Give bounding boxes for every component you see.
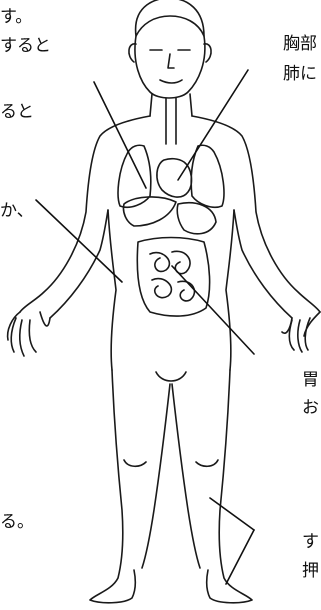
left-leg-inner (142, 384, 170, 568)
label-left-1: す。 (0, 9, 32, 26)
torso-outline (20, 116, 150, 312)
label-right-4: お (302, 400, 319, 417)
left-lung (118, 145, 151, 207)
label-right-2: 肺に (283, 66, 317, 83)
nose (168, 54, 174, 68)
right-side-torso (226, 210, 234, 370)
label-left-5: る。 (0, 514, 34, 531)
hair-outline (136, 0, 204, 36)
crotch (156, 372, 186, 381)
label-right-6: 押 (302, 563, 319, 580)
heart (157, 159, 192, 197)
label-right-1: 胸部 (283, 36, 317, 53)
left-leg-outer (90, 370, 135, 603)
pointer-line-heart (178, 70, 248, 180)
left-hand (8, 312, 50, 356)
large-intestine (137, 238, 209, 317)
right-leg-inner (172, 384, 200, 568)
head-outline (135, 36, 205, 98)
label-right-3: 胃 (302, 372, 319, 389)
trachea (166, 98, 176, 144)
right-inner-arm (234, 210, 292, 318)
left-knee (124, 460, 146, 466)
right-leg-outer (207, 370, 252, 603)
label-left-4: か、 (0, 203, 34, 220)
label-left-2: すると (0, 38, 51, 55)
right-knee (196, 460, 218, 466)
pointer-line-leg-a (210, 498, 254, 530)
pointer-line-side (36, 200, 122, 282)
right-lung (191, 145, 224, 207)
left-inner-arm (50, 210, 108, 318)
torso-outline-right (192, 116, 320, 312)
left-side-torso (108, 210, 116, 370)
label-left-3: ると (0, 104, 34, 121)
right-hand (282, 312, 320, 352)
small-intestine (150, 251, 194, 301)
label-right-5: す (302, 534, 319, 551)
liver (123, 197, 176, 226)
pointer-line-intestine (172, 266, 254, 354)
pointer-line-leg-b (226, 530, 254, 584)
mouth (160, 80, 182, 83)
